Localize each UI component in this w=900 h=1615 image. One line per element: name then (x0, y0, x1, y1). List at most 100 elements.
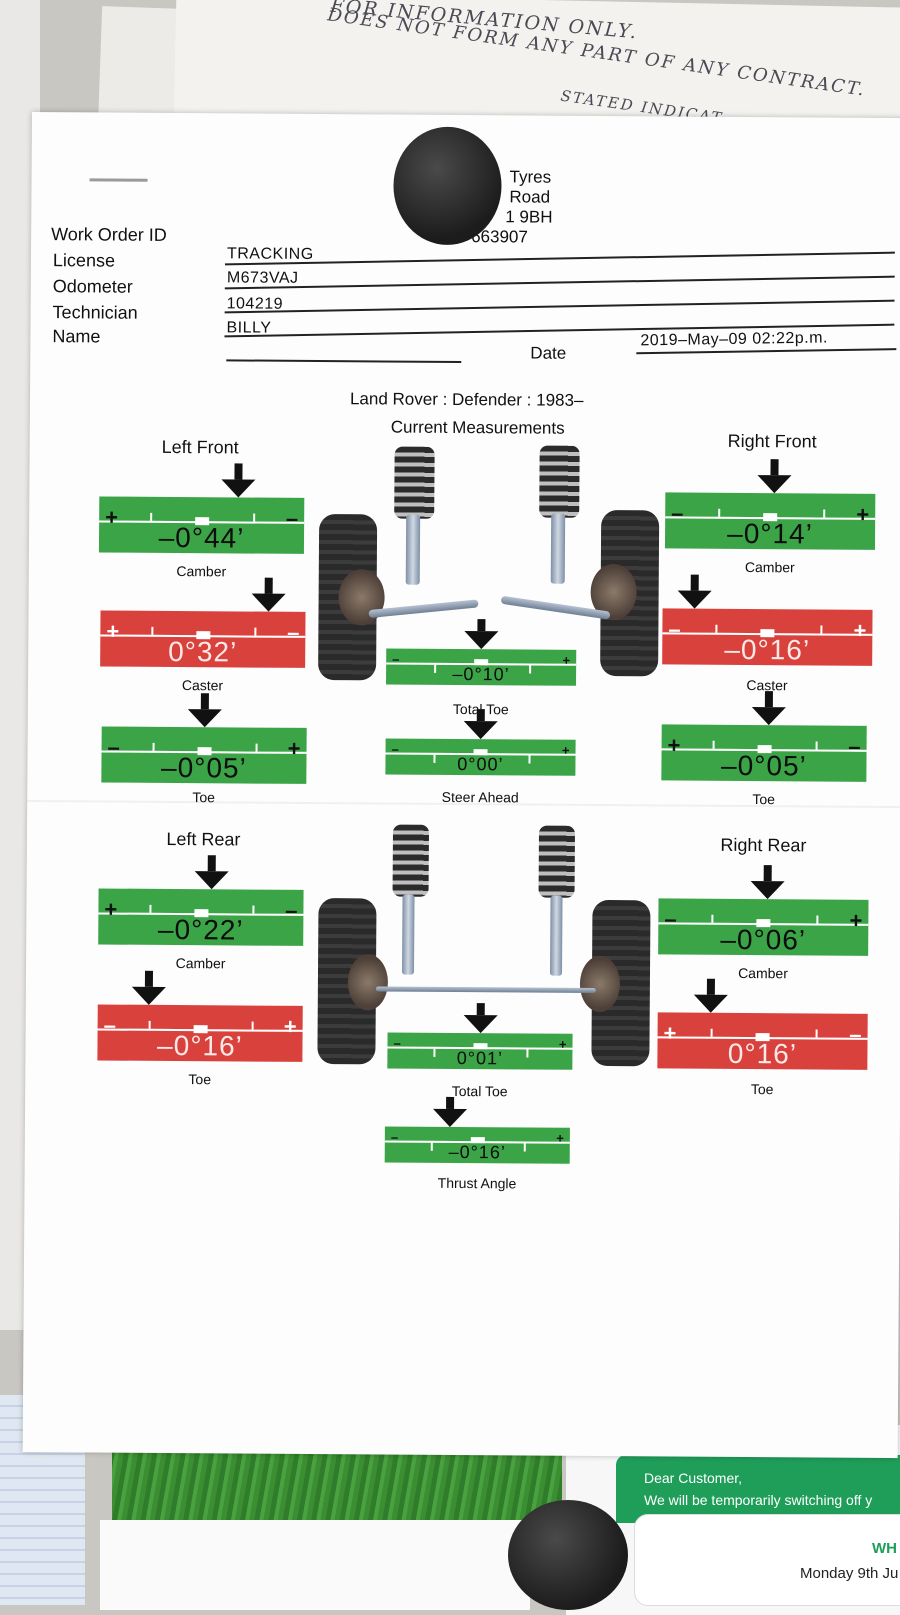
gauge-lf-caster: +–0°32’ (100, 577, 306, 668)
gauge-reading: –0°22’ (157, 913, 244, 946)
notice-header-band (616, 1455, 900, 1523)
rear-right-spring (538, 825, 576, 898)
caption-lf-toe: Toe (192, 789, 216, 806)
shop-postcode: 1 9BH (505, 207, 553, 227)
pointer-arrow-shaft (144, 970, 154, 987)
gauge-strip: –+–0°10’ (386, 648, 577, 686)
gauge-strip: +–0°16’ (657, 1012, 868, 1070)
gauge-strip: –+–0°16’ (384, 1126, 570, 1164)
section-title: Current Measurements (390, 417, 565, 438)
pointer-arrow-icon (251, 593, 286, 612)
pointer-arrow-icon (750, 881, 785, 900)
pointer-arrow-shaft (264, 577, 273, 594)
rule-name (226, 359, 462, 364)
pointer-arrow-shaft (446, 1096, 455, 1109)
gauge-rf-caster: –+–0°16’ (662, 574, 873, 666)
label-date: Date (530, 343, 567, 363)
caption-lr-camber: Camber (175, 955, 226, 972)
gauge-total-toe-rear: –+0°01’ (387, 1003, 573, 1070)
date-value: 2019–May–09 02:22p.m. (640, 329, 829, 350)
pointer-arrow-icon (693, 994, 728, 1013)
gauge-strip: –+–0°16’ (662, 608, 873, 666)
gauge-reading: –0°05’ (720, 749, 807, 782)
front-left-spring (394, 446, 435, 519)
gauge-tick (148, 1020, 151, 1029)
gauge-strip: –+–0°16’ (97, 1004, 303, 1062)
notice-body (634, 1514, 900, 1606)
gauge-tick (255, 743, 258, 752)
caption-rf-camber: Camber (744, 558, 795, 576)
gauge-strip: –+0°00’ (385, 738, 576, 776)
rear-left-strut (401, 894, 415, 975)
magnet-bottom (508, 1500, 628, 1610)
notice-date: Monday 9th Ju (800, 1565, 899, 1582)
corner-left-rear: Left Rear (166, 828, 241, 850)
gauge-reading: –0°44’ (158, 521, 245, 554)
pointer-arrow-icon (464, 631, 499, 650)
rear-left-spring (392, 824, 430, 897)
pointer-arrow-icon (677, 590, 712, 609)
pointer-arrow-shaft (207, 855, 216, 872)
background-card-white (100, 1520, 530, 1610)
pointer-arrow-icon (221, 479, 256, 498)
license-value: M673VAJ (226, 269, 299, 287)
gauge-strip: –+0°01’ (387, 1032, 573, 1070)
caption-thrust-angle: Thrust Angle (437, 1174, 517, 1192)
staple (89, 178, 148, 182)
gauge-strip: +––0°22’ (98, 888, 304, 946)
notice-line: We will be temporarily switching off y (644, 1492, 873, 1508)
pointer-arrow-icon (187, 709, 222, 728)
gauge-tick (252, 905, 255, 914)
gauge-strip: –+–0°05’ (101, 726, 307, 784)
front-left-strut (405, 514, 421, 585)
pointer-arrow-shaft (764, 691, 773, 708)
rear-left-hub (347, 954, 389, 1011)
gauge-reading: 0°01’ (456, 1047, 504, 1069)
pointer-arrow-shaft (234, 463, 243, 480)
gauge-tick (820, 625, 823, 634)
rear-axle (375, 986, 596, 993)
gauge-reading: –0°16’ (724, 633, 811, 666)
magnet-top (393, 126, 502, 246)
pointer-arrow-icon (757, 475, 792, 494)
gauge-tick (823, 509, 826, 518)
alignment-report-sheet: Tyres Road 1 9BH 663907 Work Order ID Li… (22, 112, 900, 1459)
gauge-reading: –0°06’ (720, 923, 807, 956)
gauge-tick (710, 1028, 713, 1037)
gauge-lf-camber: +––0°44’ (98, 463, 305, 554)
pointer-arrow-icon (432, 1108, 468, 1128)
gauge-strip: –+–0°14’ (664, 492, 876, 550)
pointer-arrow-icon (463, 721, 498, 740)
gauge-strip: +––0°44’ (98, 496, 305, 554)
gauge-tick (816, 915, 819, 924)
front-right-strut (550, 513, 566, 584)
caption-rr-camber: Camber (738, 964, 788, 982)
gauge-total-toe-front: –+–0°10’ (386, 619, 577, 686)
shop-address-road: Road (509, 187, 551, 207)
label-name: Name (52, 326, 101, 347)
rear-right-hub (579, 955, 621, 1013)
gauge-lr-toe: –+–0°16’ (97, 970, 303, 1062)
gauge-reading: –0°10’ (452, 663, 510, 685)
caption-lf-caster: Caster (181, 677, 224, 694)
notice-greeting: Dear Customer, (644, 1470, 743, 1486)
gauge-thrust-angle: –+–0°16’ (384, 1096, 570, 1164)
gauge-tick (151, 626, 154, 635)
pointer-arrow-shaft (690, 574, 699, 591)
caption-rf-toe: Toe (752, 791, 776, 808)
caption-steer-ahead: Steer Ahead (441, 788, 519, 806)
gauge-tick (715, 624, 718, 633)
label-technician: Technician (52, 302, 138, 323)
front-right-spring (539, 445, 580, 518)
label-odometer: Odometer (52, 276, 133, 297)
pointer-arrow-shaft (477, 619, 486, 632)
caption-lr-toe: Toe (188, 1071, 212, 1088)
rule-1 (224, 251, 895, 266)
rule-3 (224, 299, 895, 314)
pointer-arrow-icon (131, 986, 166, 1005)
gauge-lf-toe: –+–0°05’ (101, 693, 307, 784)
gauge-tick (150, 512, 153, 521)
notice-heading: WH (872, 1540, 897, 1557)
gauge-tick (815, 741, 818, 750)
rear-right-strut (549, 895, 563, 976)
